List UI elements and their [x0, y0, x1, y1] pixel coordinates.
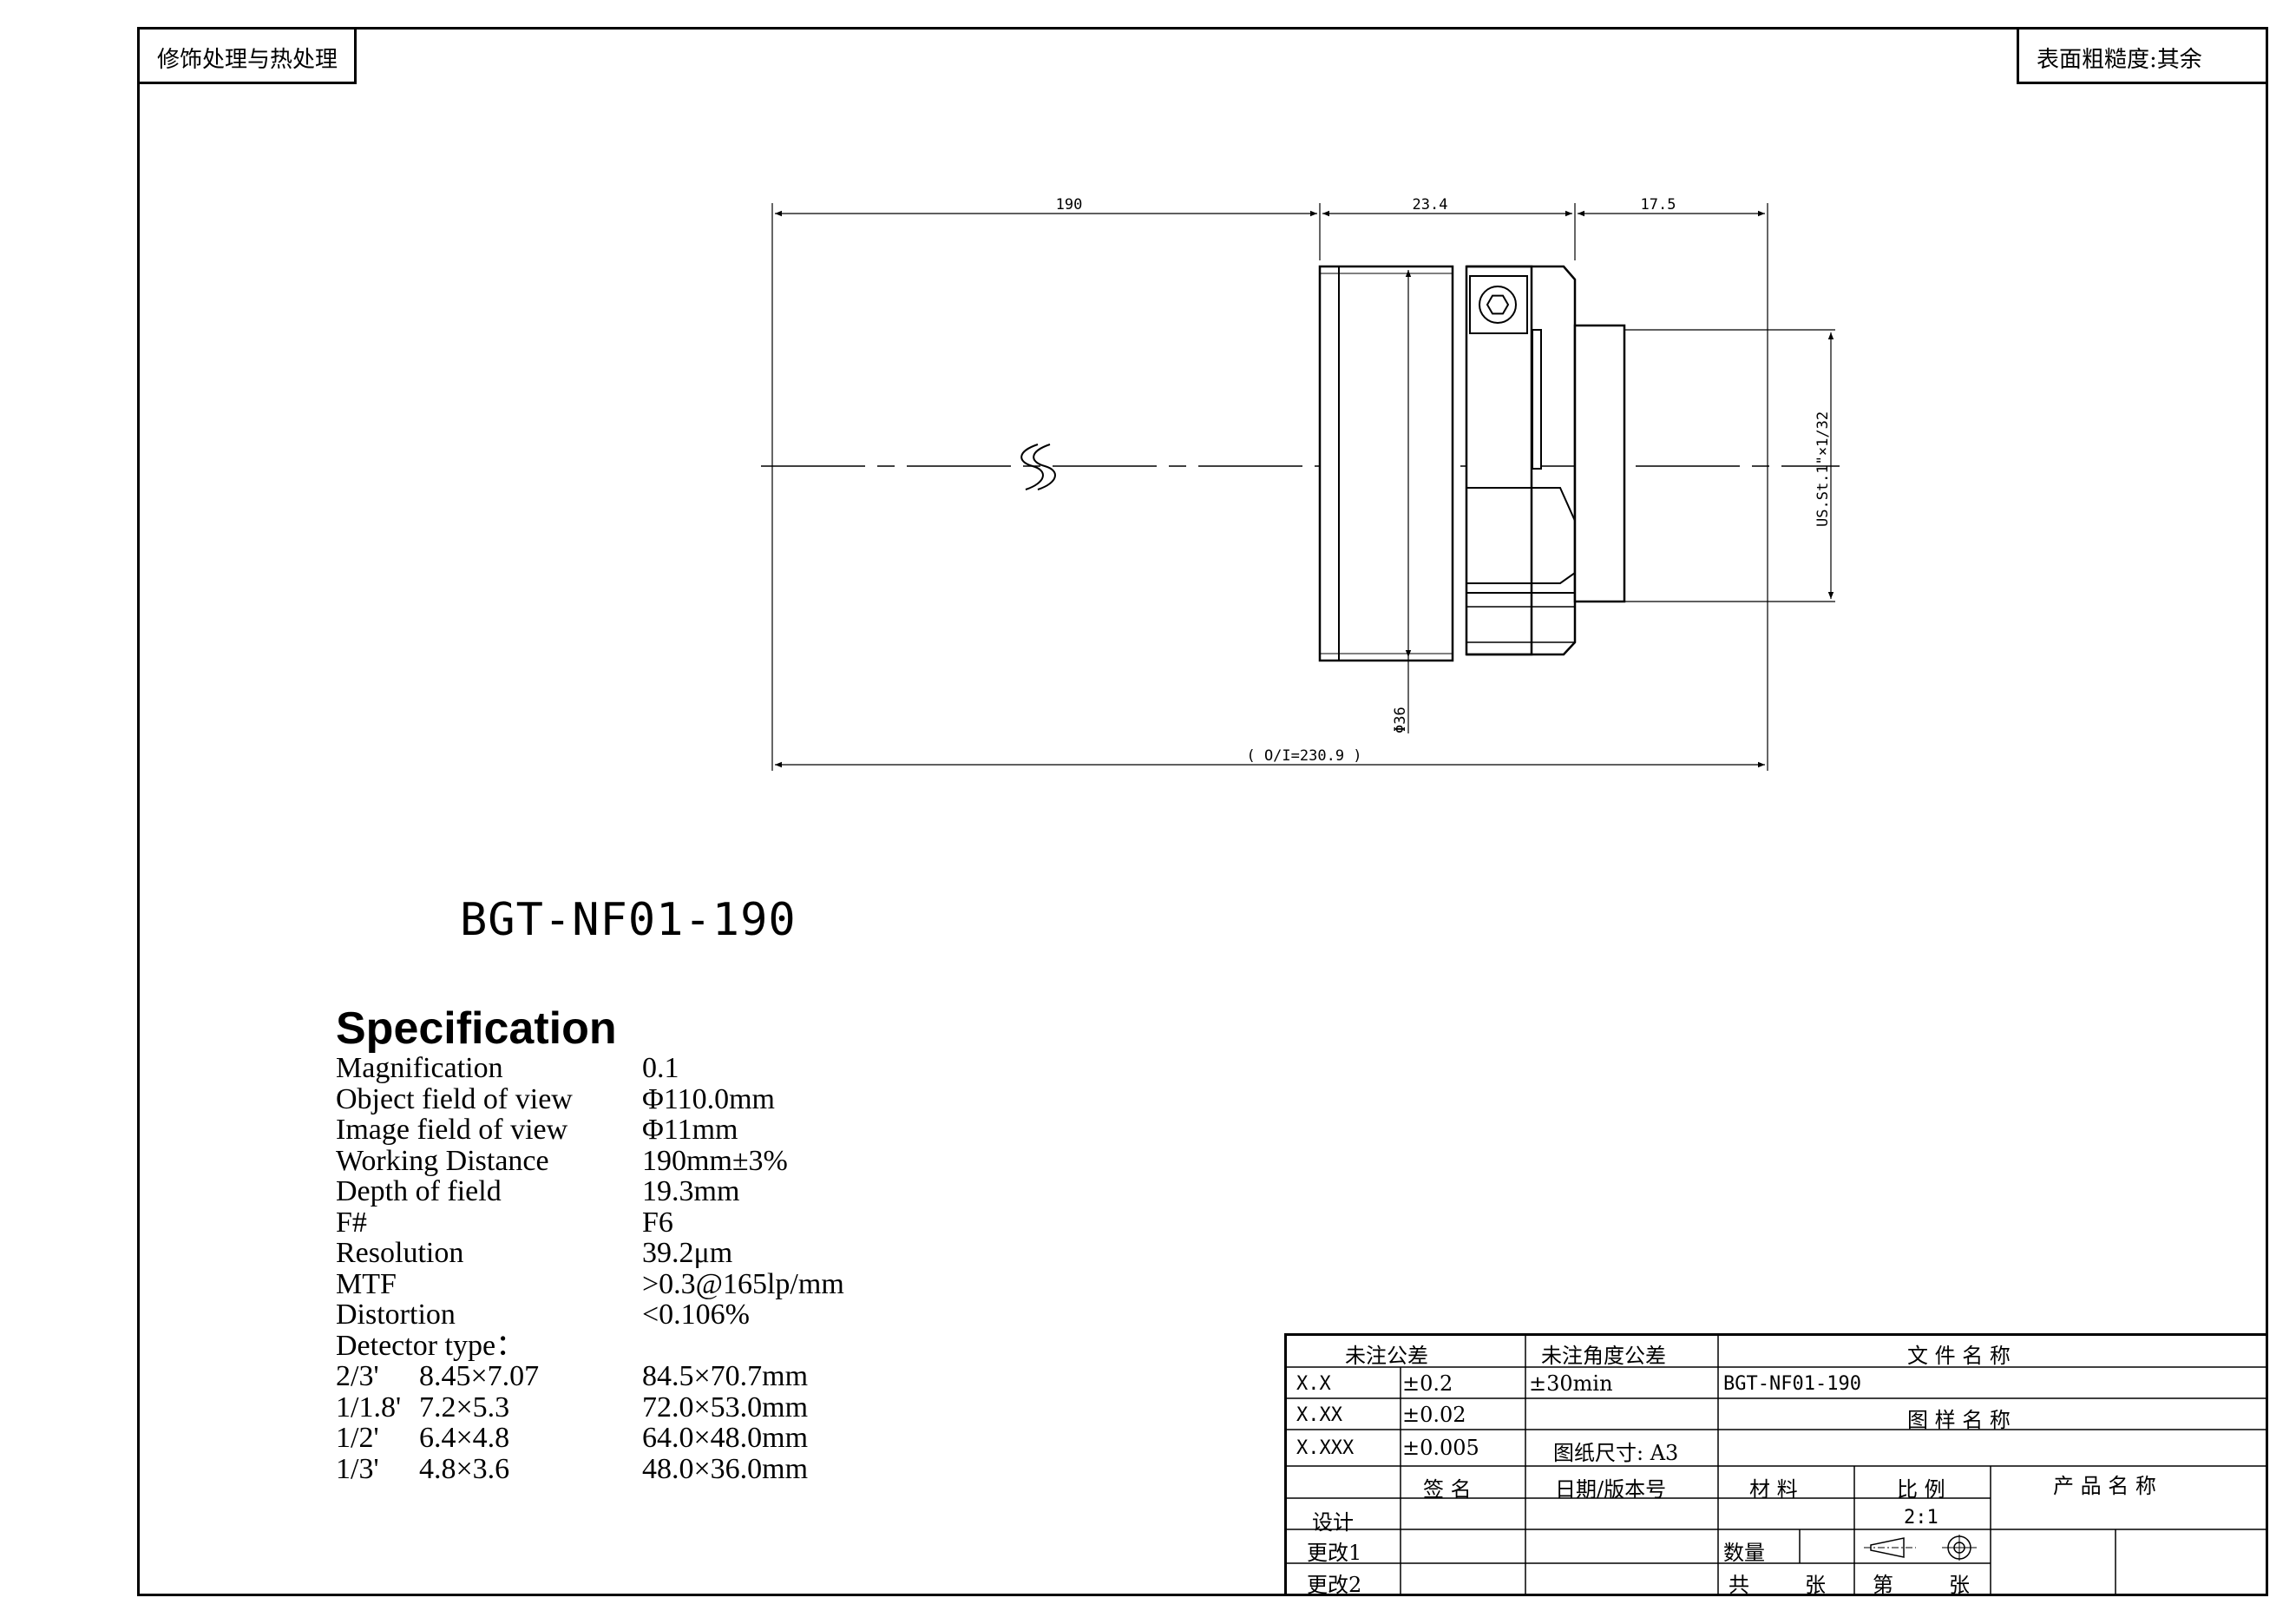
detector-format: 1/3': [336, 1452, 379, 1485]
tb-design-label: 设计: [1312, 1510, 1354, 1535]
tb-scale-header: 比 例: [1897, 1477, 1945, 1502]
tb-xx-value: ±0.2: [1402, 1371, 1453, 1396]
detector-format: 1/2': [336, 1422, 379, 1454]
detector-field: 64.0×48.0mm: [642, 1422, 809, 1454]
spec-label: F#: [336, 1206, 367, 1239]
tb-paper-size: 图纸尺寸: A3: [1553, 1441, 1679, 1465]
detector-format: 1/1.8': [336, 1391, 402, 1423]
tb-material-header: 材 料: [1749, 1477, 1798, 1502]
spec-label: Magnification: [336, 1052, 503, 1084]
title-block: 未注公差 未注角度公差 文 件 名 称 X.X ±0.2 ±30min BGT-…: [1284, 1333, 2268, 1597]
tb-file-name: BGT-NF01-190: [1723, 1373, 1861, 1395]
tb-sheet-unit: 张: [1805, 1573, 1826, 1597]
spec-label: Working Distance: [336, 1144, 549, 1177]
tb-date-header: 日期/版本号: [1555, 1477, 1667, 1502]
detector-field: 48.0×36.0mm: [642, 1452, 809, 1485]
surface-roughness-label: 表面粗糙度:其余: [2037, 47, 2202, 73]
spec-label: Detector type：: [336, 1329, 526, 1362]
projection-symbol: [1864, 1535, 1977, 1561]
spec-value: 0.1: [642, 1052, 679, 1084]
tb-page-label: 第: [1873, 1573, 1893, 1597]
tb-angle-value: ±30min: [1529, 1371, 1613, 1396]
lens-front-barrel: [1318, 265, 1454, 662]
spec-value: F6: [642, 1206, 673, 1239]
spec-label: Depth of field: [336, 1175, 502, 1207]
tb-xxx-value: ±0.02: [1402, 1403, 1466, 1427]
c-mount-thread: [1573, 324, 1626, 603]
dim-mount-length: 17.5: [1641, 196, 1676, 214]
tb-page-unit: 张: [1949, 1573, 1970, 1597]
tb-xx-label: X.X: [1296, 1373, 1331, 1395]
finish-treatment-label: 修饰处理与热处理: [157, 47, 338, 73]
tb-xxxx-value: ±0.005: [1402, 1436, 1479, 1460]
spec-value: 19.3mm: [642, 1175, 740, 1207]
tb-file-name-header: 文 件 名 称: [1907, 1344, 2011, 1368]
detector-field: 72.0×53.0mm: [642, 1391, 809, 1423]
dim-body-length: 23.4: [1413, 196, 1448, 214]
tb-product-name-header: 产 品 名 称: [2053, 1474, 2156, 1498]
dim-thread: US.St.1"×1/32: [1814, 411, 1832, 527]
tb-scale-value: 2:1: [1904, 1507, 1938, 1529]
spec-value: >0.3@165lp/mm: [642, 1267, 844, 1300]
tb-rev2-label: 更改2: [1307, 1573, 1362, 1597]
spec-label: Resolution: [336, 1237, 464, 1269]
spec-value: Φ11mm: [642, 1114, 738, 1146]
dim-diameter: Φ36: [1392, 707, 1409, 733]
finish-treatment-box: 修饰处理与热处理: [137, 27, 357, 84]
tb-angle-tolerance-header: 未注角度公差: [1541, 1344, 1666, 1368]
spec-label: Distortion: [336, 1299, 456, 1331]
spec-value: 190mm±3%: [642, 1144, 788, 1177]
sheet-border: [137, 27, 2268, 1596]
title-block-grid: [1284, 1333, 2268, 1596]
detector-format: 2/3': [336, 1360, 379, 1392]
dim-working-distance: 190: [1056, 196, 1083, 214]
spec-label: Image field of view: [336, 1114, 568, 1146]
tb-tolerance-header: 未注公差: [1345, 1344, 1428, 1368]
spec-value: <0.106%: [642, 1299, 750, 1331]
surface-roughness-box: 表面粗糙度:其余: [2017, 27, 2268, 84]
set-screw: [1479, 286, 1517, 324]
spec-label: MTF: [336, 1267, 397, 1300]
spec-title: Specification: [336, 1003, 617, 1054]
detector-size: 6.4×4.8: [419, 1422, 510, 1454]
model-name: BGT-NF01-190: [460, 894, 797, 946]
tb-quantity-label: 数量: [1723, 1541, 1765, 1565]
break-symbol: [1020, 444, 1044, 490]
tb-signature-header: 签 名: [1423, 1477, 1472, 1502]
tb-drawing-name-header: 图 样 名 称: [1907, 1408, 2011, 1432]
spec-value: Φ110.0mm: [642, 1082, 775, 1115]
detector-size: 4.8×3.6: [419, 1452, 510, 1485]
dim-overall: ( O/I=230.9 ): [1246, 747, 1361, 765]
spec-label: Object field of view: [336, 1082, 573, 1115]
tb-xxxx-label: X.XXX: [1296, 1437, 1355, 1459]
detector-size: 7.2×5.3: [419, 1391, 510, 1423]
spec-value: 39.2μm: [642, 1237, 733, 1269]
detector-field: 84.5×70.7mm: [642, 1360, 809, 1392]
tb-rev1-label: 更改1: [1307, 1541, 1362, 1565]
tb-total-label: 共: [1729, 1573, 1749, 1597]
detector-size: 8.45×7.07: [419, 1360, 540, 1392]
tb-xxx-label: X.XX: [1296, 1404, 1342, 1426]
